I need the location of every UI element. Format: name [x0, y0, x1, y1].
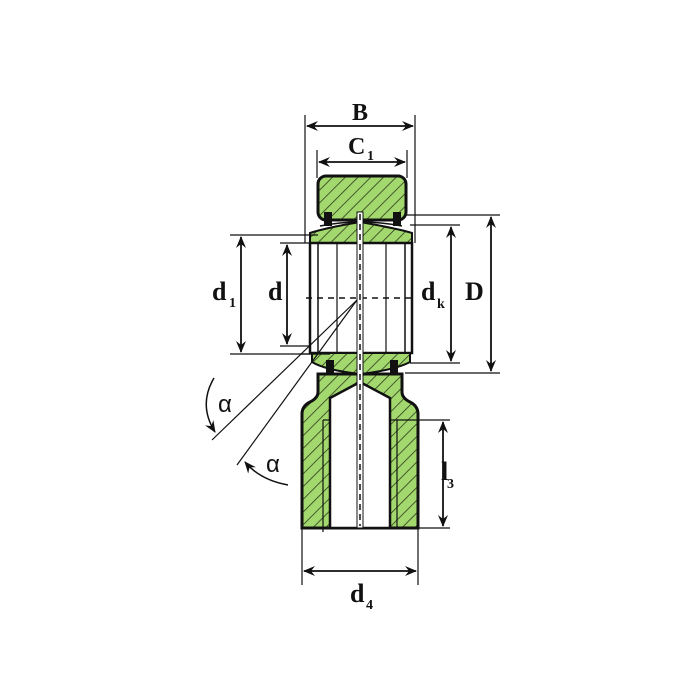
label-alpha-lower: α — [266, 451, 280, 478]
dimension-l3: l 3 — [397, 419, 454, 529]
vertical-centerline — [356, 211, 364, 529]
label-D: D — [465, 277, 484, 306]
tilt-angle-alpha: α α — [204, 299, 358, 486]
dimension-d: d — [268, 242, 310, 347]
dimension-d4: d 4 — [301, 528, 419, 613]
label-d: d — [268, 277, 283, 306]
label-B: B — [352, 100, 368, 126]
label-C-subscript: 1 — [367, 149, 374, 164]
label-dk: d — [421, 277, 436, 306]
label-d1: d — [212, 277, 227, 306]
label-alpha-upper: α — [218, 391, 232, 418]
label-d1-subscript: 1 — [229, 296, 236, 311]
label-d4: d — [350, 579, 365, 608]
label-d4-subscript: 4 — [366, 598, 373, 613]
dimension-C1: C 1 — [316, 134, 408, 178]
label-l3-subscript: 3 — [447, 477, 454, 492]
label-dk-subscript: k — [437, 297, 445, 312]
dimension-dk: d k — [410, 224, 460, 364]
dimension-D: D — [405, 214, 500, 374]
label-C: C — [348, 134, 365, 160]
dimension-B: B — [304, 100, 416, 243]
label-l3: l — [441, 457, 448, 486]
dimension-d1: d 1 — [212, 234, 318, 355]
